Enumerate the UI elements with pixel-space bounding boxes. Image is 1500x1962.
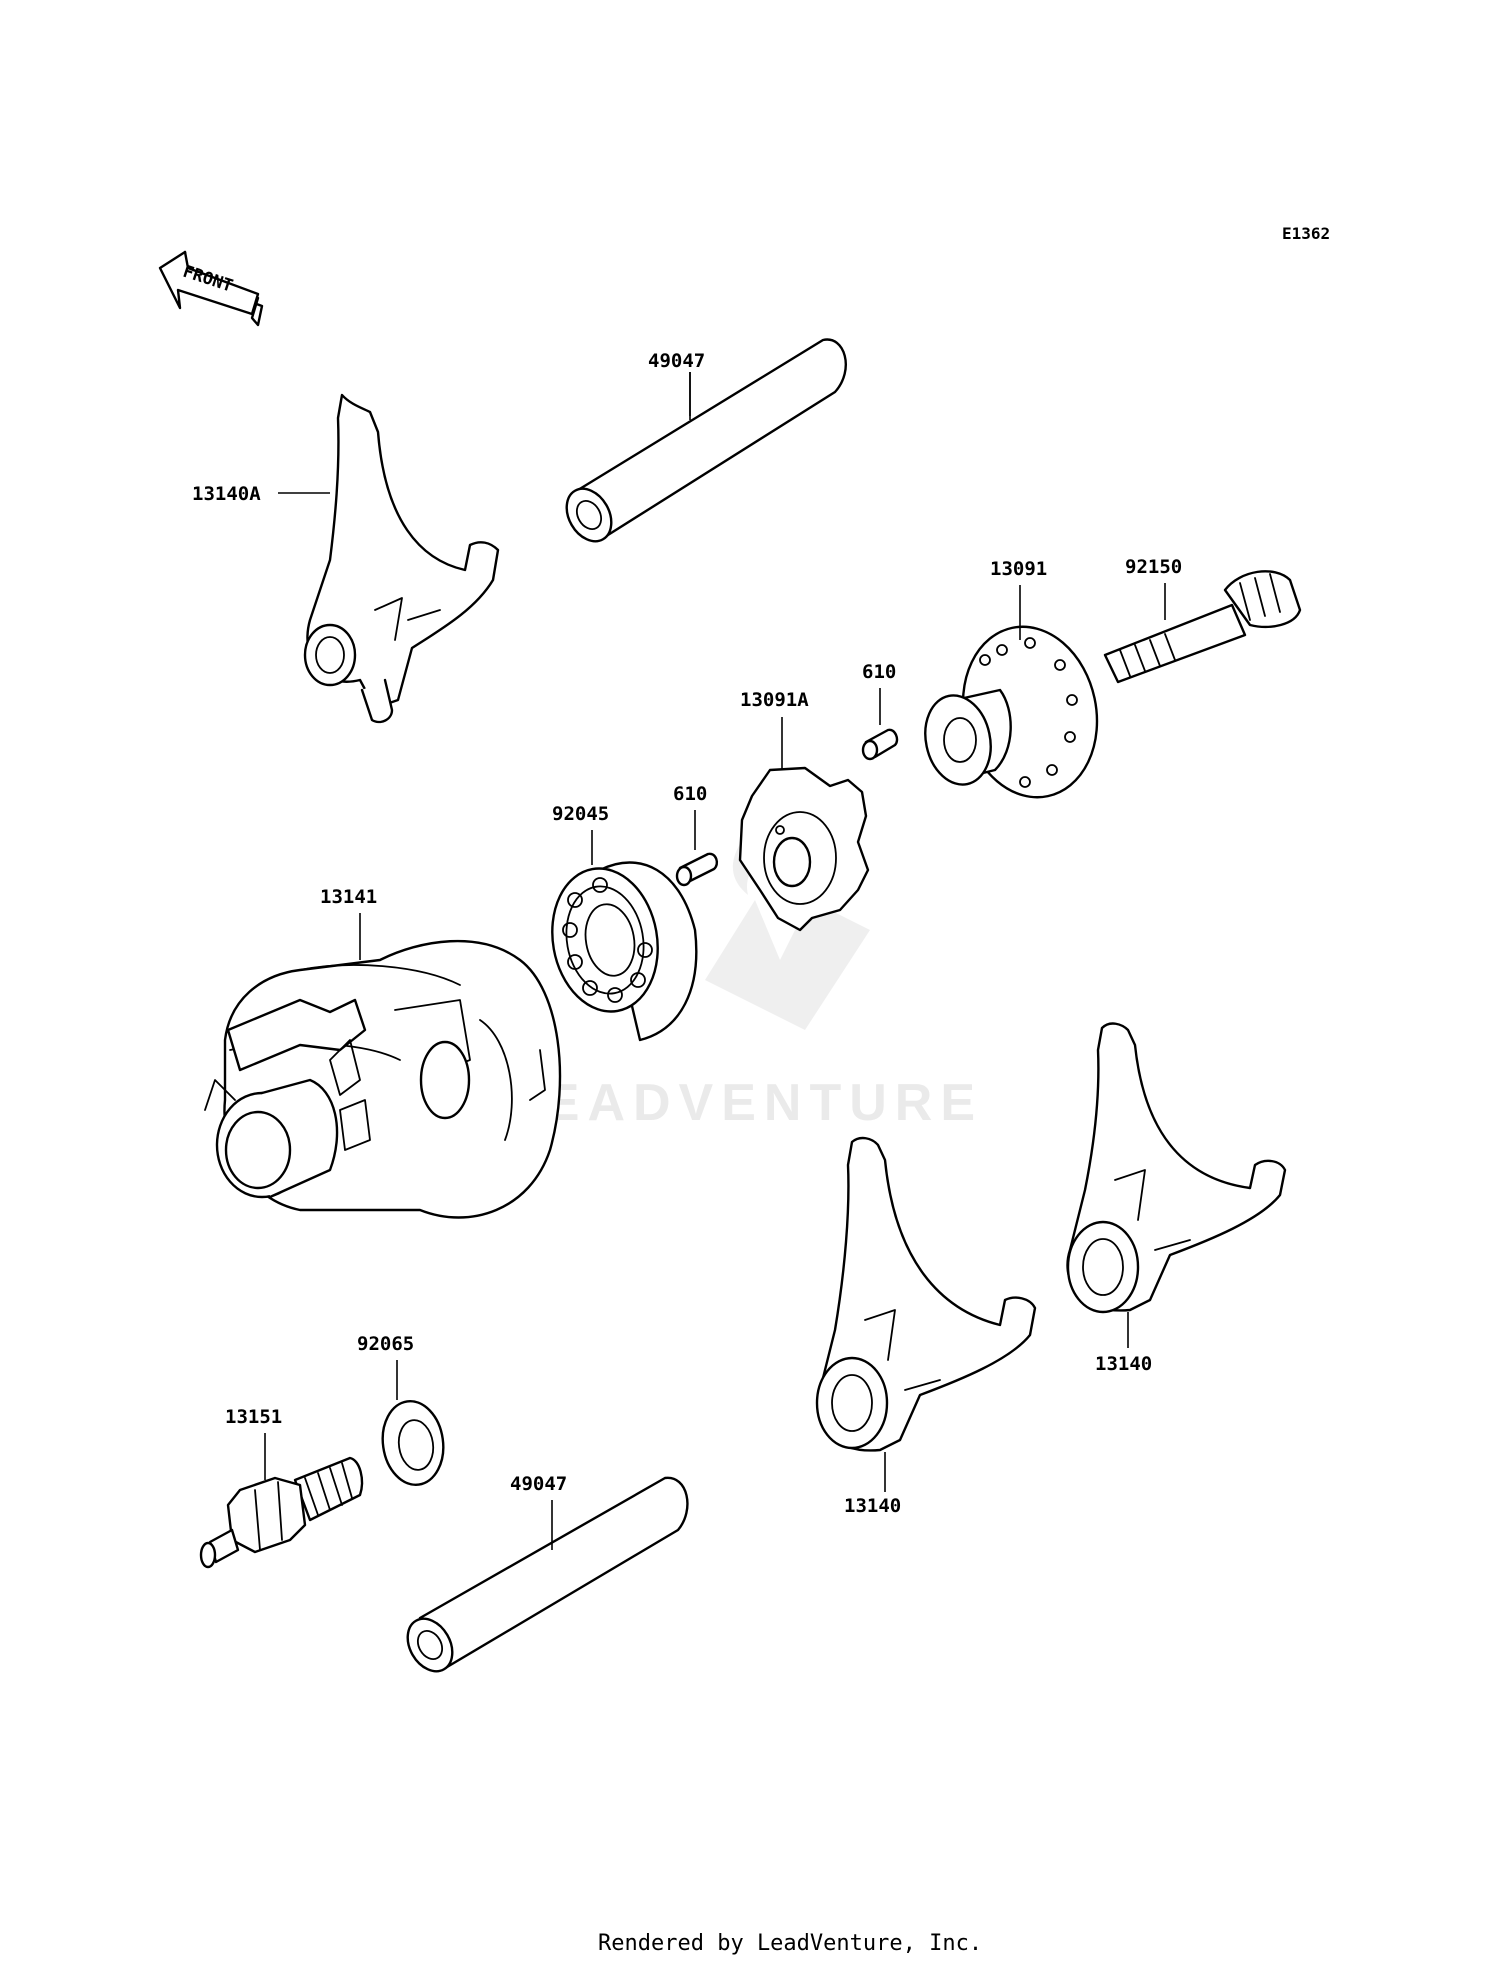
label-13140-upper: 13140: [1095, 1353, 1152, 1375]
shaft-top: [565, 338, 847, 543]
bolt-92150: [1103, 570, 1302, 684]
label-49047-bottom: 49047: [510, 1473, 567, 1495]
label-13140a: 13140A: [192, 483, 261, 505]
shift-drum-13141: [204, 939, 562, 1219]
watermark: LEADVENTURE: [505, 830, 983, 1132]
front-arrow-icon: FRONT: [158, 250, 264, 327]
label-13091: 13091: [990, 558, 1047, 580]
label-610-upper: 610: [862, 661, 896, 683]
label-13141: 13141: [320, 886, 377, 908]
label-13151: 13151: [225, 1406, 282, 1428]
shift-fork-13140-lower: [815, 1136, 1037, 1452]
shift-fork-13140a: [303, 393, 500, 724]
label-92065: 92065: [357, 1333, 414, 1355]
dowel-pin-lower: [675, 852, 719, 887]
label-92150: 92150: [1125, 556, 1182, 578]
label-92045: 92045: [552, 803, 609, 825]
bearing-92045: [551, 861, 698, 1042]
washer-92065: [381, 1399, 445, 1487]
footer-credit: Rendered by LeadVenture, Inc.: [598, 1931, 982, 1956]
shift-fork-13140-upper: [1066, 1022, 1287, 1314]
label-13091a: 13091A: [740, 689, 809, 711]
diagram-code: E1362: [1282, 224, 1330, 243]
neutral-switch-13151: [199, 1456, 364, 1569]
label-610-lower: 610: [673, 783, 707, 805]
pin-plate-13091a: [738, 766, 870, 932]
watermark-text: LEADVENTURE: [505, 1074, 983, 1132]
shaft-bottom: [406, 1476, 689, 1673]
dowel-pin-upper: [861, 728, 899, 761]
label-13140-lower: 13140: [844, 1495, 901, 1517]
label-49047-top: 49047: [648, 350, 705, 372]
cam-plate-13091: [924, 625, 1099, 799]
